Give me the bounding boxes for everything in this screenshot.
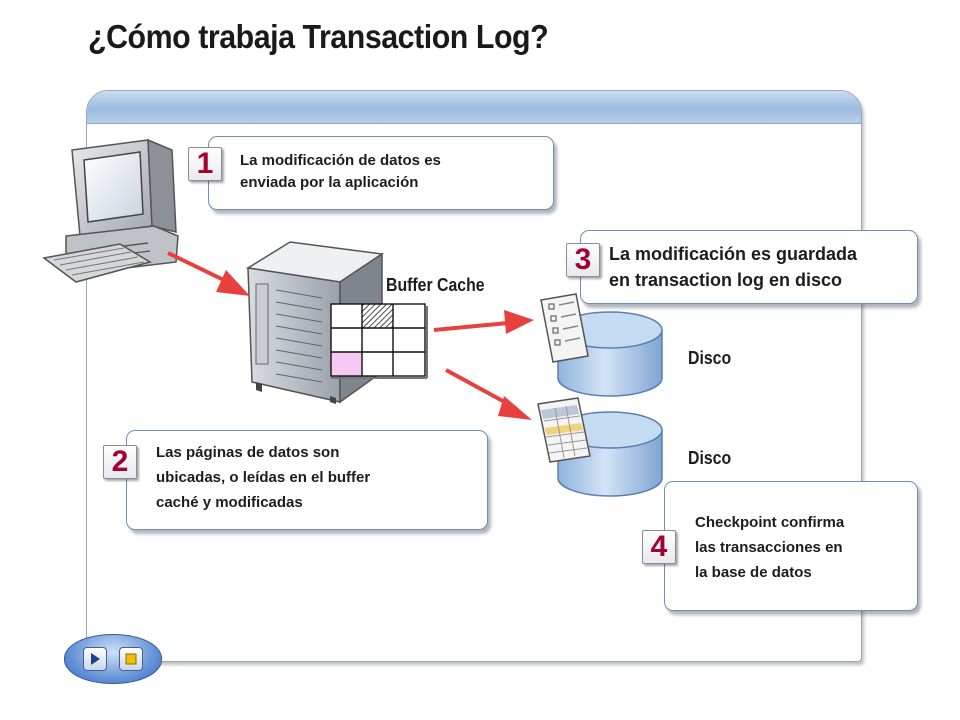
data-disk-label: Disco [688,448,732,468]
step-3-callout [580,230,918,304]
buffer-cache-grid [330,303,428,379]
step-2-text-line-2: ubicadas, o leídas en el buffer [156,469,371,486]
buffer-cache-label: Buffer Cache [386,275,485,295]
arrow-cache-to-data-disk [445,368,532,420]
desktop-computer-icon [42,138,179,283]
arrow-cache-to-log-disk [433,310,534,334]
step-4-callout [664,481,918,611]
step-2-number-badge: 2 [103,445,137,479]
buffer-cell-highlighted [331,352,362,376]
play-button[interactable] [83,647,107,671]
step-4-text-line-1: Checkpoint confirma [695,514,845,531]
step-2-text: Las páginas de datos son ubicadas, o leí… [156,440,370,515]
step-2-text-line-3: caché y modificadas [156,494,303,511]
step-3-text: La modificación es guardada en transacti… [609,241,857,293]
step-1-number-badge: 1 [188,147,222,181]
step-4-text-line-3: la base de datos [695,564,812,581]
transaction-log-document-icon [540,293,589,363]
step-1-text: La modificación de datos es enviada por … [240,150,441,194]
slide-navigation-control[interactable] [64,634,162,684]
content-panel-header [87,91,861,124]
step-1-callout [208,136,554,210]
step-4-text: Checkpoint confirma las transacciones en… [695,510,844,585]
page-title: ¿Cómo trabaja Transaction Log? [88,18,549,55]
stop-icon [125,653,137,665]
play-icon [91,653,100,665]
step-3-number-badge: 3 [566,243,600,277]
stop-button[interactable] [119,647,143,671]
step-3-text-line-1: La modificación es guardada [609,244,858,264]
step-2-callout [126,430,488,530]
step-4-text-line-2: las transacciones en [695,539,843,556]
buffer-cell-modified [362,304,393,328]
step-2-text-line-1: Las páginas de datos son [156,444,340,461]
step-1-text-line-2: enviada por la aplicación [240,174,419,191]
flow-arrows [167,251,534,420]
step-4-number-badge: 4 [642,530,676,564]
arrow-computer-to-server [167,251,250,296]
step-3-text-line-2: en transaction log en disco [609,270,843,290]
log-disk-label: Disco [688,348,732,368]
step-1-text-line-1: La modificación de datos es [240,152,441,169]
data-table-document-icon [537,397,591,463]
